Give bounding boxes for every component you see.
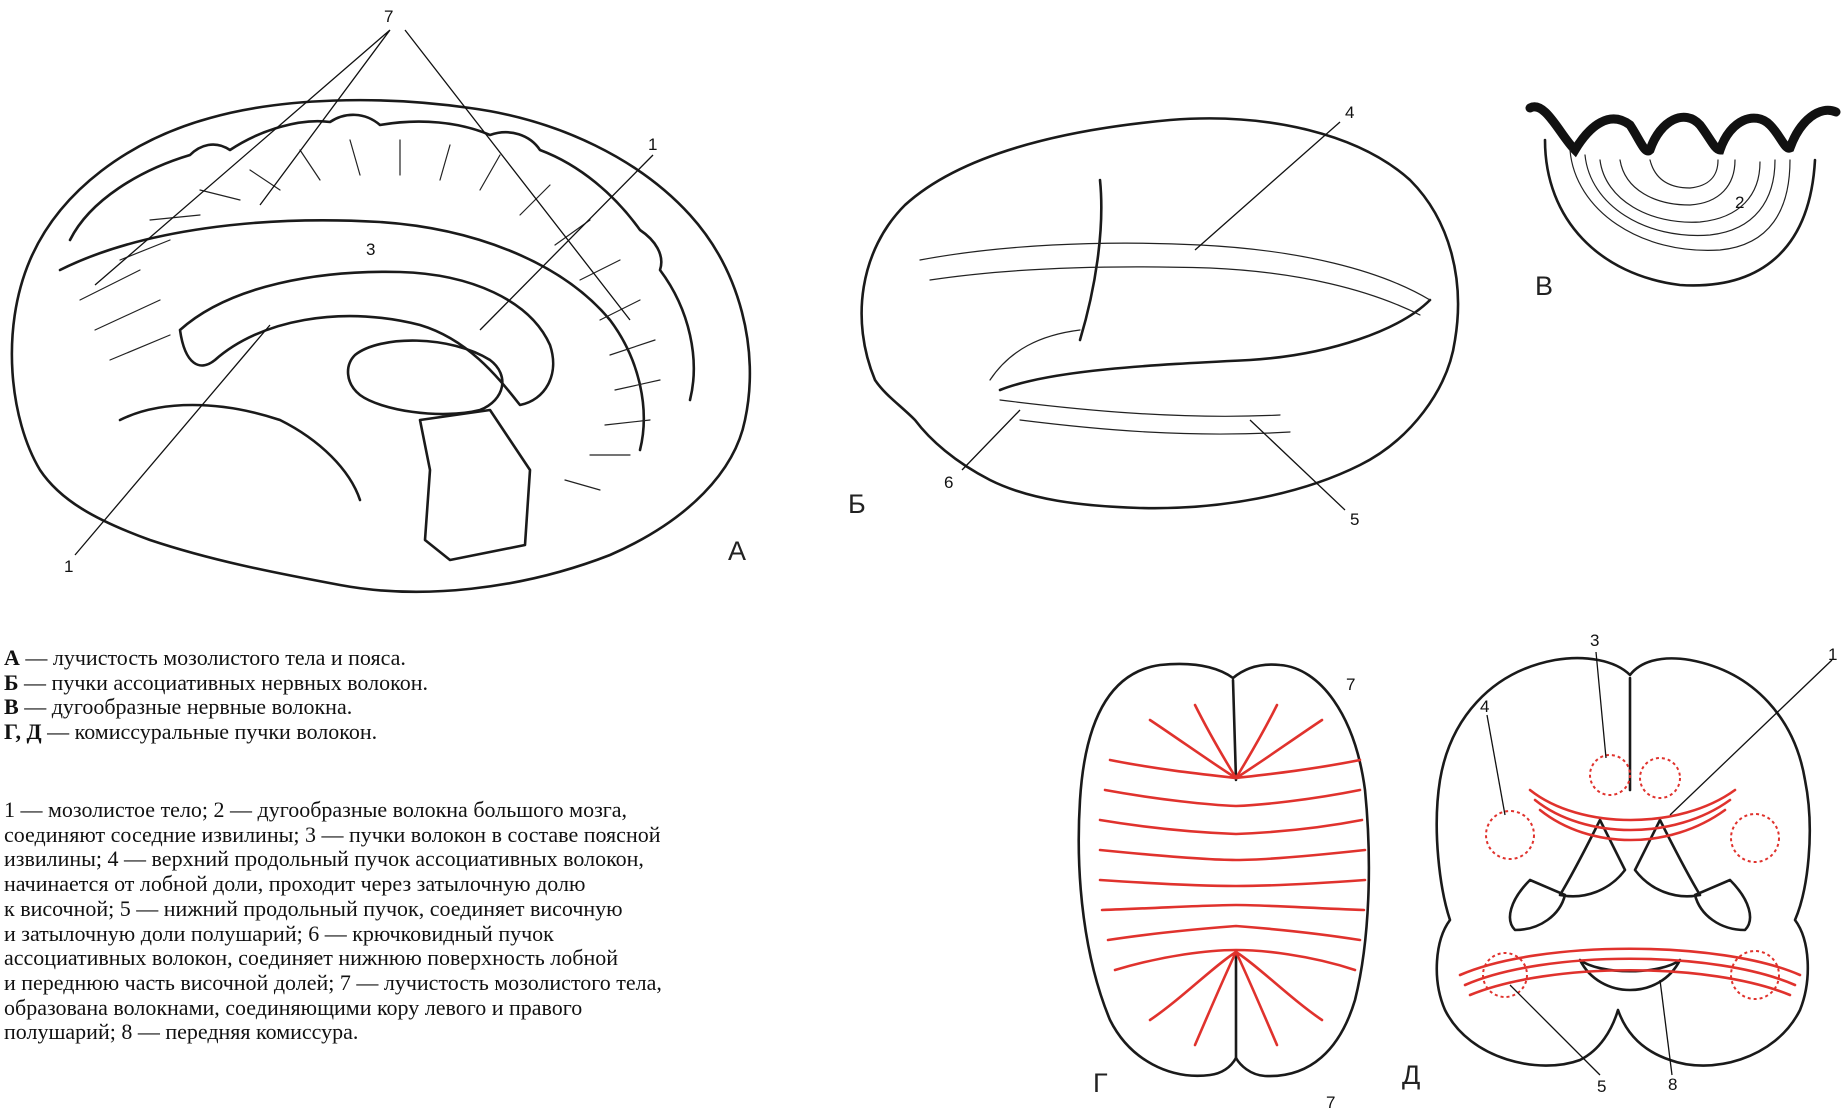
panel-a-outline: [12, 100, 750, 592]
panel-d-basal-ganglia: [1510, 880, 1750, 930]
description-line: 1 — мозолистое тело; 2 — дугообразные во…: [4, 798, 924, 823]
panel-d-corpus-callosum-fibers: [1530, 790, 1735, 840]
figure-description: 1 — мозолистое тело; 2 — дугообразные во…: [4, 798, 924, 1045]
panel-b-temporal: [1000, 300, 1430, 390]
panel-g-outline: [1079, 664, 1369, 1076]
description-line: полушарий; 8 — передняя комиссура.: [4, 1020, 924, 1045]
panel-g-callout-7-bottom: 7: [1326, 1093, 1335, 1112]
legend-item-a: А — лучистость мозолистого тела и пояса.: [4, 646, 924, 671]
panel-d-frontal-section: 3 1 4 5 8 Д: [1402, 631, 1837, 1096]
panel-v-arcuate-fibers: 2 В: [1530, 107, 1836, 301]
panel-b-lateral-hemisphere: 4 6 5 Б: [848, 103, 1458, 529]
panel-b-callout-5: 5: [1350, 510, 1359, 529]
panel-a-temporal: [120, 405, 360, 500]
description-line: соединяют соседние извилины; 3 — пучки в…: [4, 823, 924, 848]
legend-key: А: [4, 645, 20, 670]
panel-a-fibers: [80, 140, 660, 490]
panel-a-brainstem: [420, 410, 530, 560]
panel-d-superior-fasciculus-left: [1486, 811, 1534, 859]
panel-g-midline-top: [1233, 680, 1236, 780]
panel-b-leader-4: [1195, 122, 1340, 250]
panel-a-cingulate: [60, 220, 644, 450]
legend-item-b: Б — пучки ассоциативных нервных волокон.: [4, 671, 924, 696]
panel-b-callout-6: 6: [944, 473, 953, 492]
panel-a-leader-1-top: [480, 155, 653, 330]
legend-text: — лучистость мозолистого тела и пояса.: [20, 645, 406, 670]
panel-a-callout-7: 7: [384, 7, 393, 26]
panel-d-leader-4: [1487, 715, 1505, 815]
panel-d-cingulum-bundle-left: [1590, 755, 1630, 795]
panel-d-callout-5: 5: [1597, 1077, 1606, 1096]
legend-key: В: [4, 694, 19, 719]
figure-legend: А — лучистость мозолистого тела и пояса.…: [4, 646, 924, 744]
legend-key: Б: [4, 670, 19, 695]
panel-a-corpus-callosum: [180, 272, 553, 405]
legend-text: — пучки ассоциативных нервных волокон.: [19, 670, 428, 695]
panel-a-label: А: [728, 536, 746, 566]
panel-v-cortex: [1530, 107, 1836, 151]
description-line: начинается от лобной доли, проходит чере…: [4, 872, 924, 897]
panel-b-leader-6: [962, 410, 1020, 470]
panel-v-callout-2: 2: [1735, 193, 1744, 212]
panel-d-cingulum-bundle-right: [1640, 758, 1680, 798]
panel-b-fibers: [920, 243, 1430, 434]
panel-d-callout-4: 4: [1480, 697, 1489, 716]
panel-b-callout-4: 4: [1345, 103, 1354, 122]
panel-d-leader-8: [1660, 980, 1672, 1075]
panel-g-callout-7-top: 7: [1346, 675, 1355, 694]
panel-d-callout-8: 8: [1668, 1075, 1677, 1094]
panel-a-thalamus: [348, 341, 502, 414]
panel-a-callout-3: 3: [366, 240, 375, 259]
legend-item-gd: Г, Д — комиссуральные пучки волокон.: [4, 720, 924, 745]
description-line: образована волокнами, соединяющими кору …: [4, 996, 924, 1021]
legend-text: — дугообразные нервные волокна.: [19, 694, 353, 719]
panel-v-label: В: [1535, 271, 1553, 301]
description-line: ассоциативных волокон, соединяет нижнюю …: [4, 946, 924, 971]
legend-key: Г, Д: [4, 719, 42, 744]
panel-g-label: Г: [1093, 1068, 1108, 1098]
panel-g-horizontal-section: 7 7 Г: [1079, 664, 1369, 1112]
legend-item-v: В — дугообразные нервные волокна.: [4, 695, 924, 720]
description-line: извилины; 4 — верхний продольный пучок а…: [4, 847, 924, 872]
panel-g-commissural-fibers: [1100, 705, 1365, 1045]
panel-d-callout-3: 3: [1590, 631, 1599, 650]
description-line: и переднюю часть височной долей; 7 — луч…: [4, 971, 924, 996]
panel-a-callout-1-top: 1: [648, 135, 657, 154]
panel-a-leader-1-bottom: [75, 325, 270, 555]
panel-b-label: Б: [848, 489, 866, 519]
panel-b-central: [1080, 180, 1101, 340]
legend-text: — комиссуральные пучки волокон.: [42, 719, 377, 744]
description-line: к височной; 5 — нижний продольный пучок,…: [4, 897, 924, 922]
panel-a-gyri-border: [70, 115, 694, 400]
panel-a-leader-7: [95, 30, 630, 320]
panel-d-leader-3: [1596, 652, 1606, 758]
panel-d-superior-fasciculus-right: [1731, 814, 1779, 862]
panel-a-medial-hemisphere: 7 1 3 1 А: [12, 7, 750, 592]
panel-d-callout-1: 1: [1828, 645, 1837, 664]
description-line: и затылочную доли полушарий; 6 — крючков…: [4, 922, 924, 947]
panel-a-callout-1-bottom: 1: [64, 557, 73, 576]
panel-d-brainstem: [1580, 960, 1680, 990]
panel-d-leader-5: [1510, 985, 1600, 1075]
panel-d-label: Д: [1402, 1060, 1420, 1090]
panel-b-outline: [862, 118, 1458, 508]
panel-v-arcs: [1570, 150, 1790, 250]
